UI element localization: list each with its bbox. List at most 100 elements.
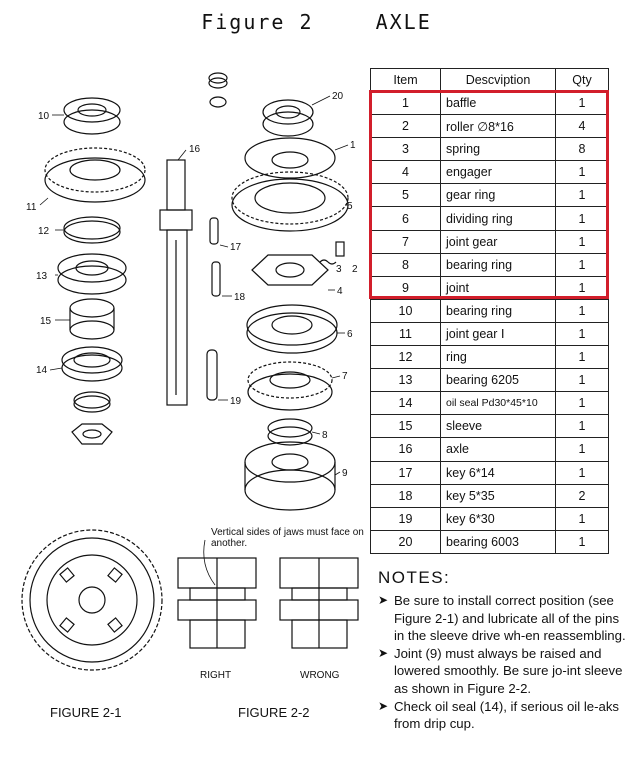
figure-name: AXLE	[375, 10, 432, 34]
cell-description: key 6*14	[440, 460, 556, 485]
bearing-ring-10-icon	[63, 97, 121, 135]
cell-description: axle	[440, 437, 556, 462]
cell-item: 18	[370, 483, 441, 508]
arrow-bullet-icon: ➤	[378, 698, 389, 713]
cell-description: baffle	[440, 90, 556, 116]
cell-qty: 1	[555, 529, 609, 554]
cell-description: bearing ring	[440, 252, 556, 277]
callout-12: 12	[38, 226, 50, 237]
figure-2-2-wrong-diagram	[279, 557, 359, 649]
cell-description: key 6*30	[440, 506, 556, 531]
callout-5: 5	[347, 201, 353, 212]
callout-13: 13	[36, 271, 48, 282]
spring-3-icon	[319, 259, 337, 265]
notes-heading: NOTES:	[378, 568, 451, 587]
bearing-20-icon	[262, 99, 314, 137]
cell-item: 9	[370, 275, 441, 300]
lock-washer-icon	[73, 391, 111, 413]
cell-qty: 1	[555, 229, 609, 254]
cell-description: dividing ring	[440, 206, 556, 231]
cell-qty: 1	[555, 414, 609, 439]
gear-ring-5-icon	[231, 171, 349, 232]
cell-description: bearing 6003	[440, 529, 556, 554]
oil-seal-14-icon	[61, 346, 123, 382]
cell-description: spring	[440, 137, 556, 162]
cell-qty: 1	[555, 437, 609, 462]
callout-11: 11	[26, 202, 37, 213]
cell-description: bearing ring	[440, 298, 556, 323]
cell-item: 8	[370, 252, 441, 277]
baffle-1-icon	[244, 137, 336, 179]
callout-9: 9	[342, 468, 348, 479]
note-item: ➤Check oil seal (14), if serious oil le-…	[378, 698, 620, 732]
arrow-bullet-icon: ➤	[378, 593, 389, 607]
cell-qty: 1	[555, 90, 609, 116]
cell-qty: 1	[555, 321, 609, 347]
hex-nut-icon	[71, 423, 113, 445]
callout-15: 15	[40, 316, 52, 327]
callout-19: 19	[230, 396, 242, 407]
key-19-icon	[206, 349, 218, 401]
cell-qty: 1	[555, 252, 609, 277]
cell-qty: 1	[555, 183, 609, 208]
roller-2-icon	[335, 241, 345, 257]
cell-item: 5	[370, 183, 441, 208]
callout-20: 20	[332, 91, 344, 102]
cell-item: 11	[370, 321, 441, 347]
notes-section: NOTES: ➤Be sure to install correct posit…	[378, 568, 628, 733]
note-item: ➤Joint (9) must always be raised and low…	[378, 645, 623, 696]
cell-item: 12	[370, 345, 441, 370]
callout-1: 1	[350, 140, 356, 151]
figure-2-2-right-diagram	[177, 539, 257, 649]
header-qty: Qty	[555, 68, 609, 92]
note-item: ➤Be sure to install correct position (se…	[378, 593, 626, 644]
cell-qty: 1	[555, 391, 609, 416]
cell-item: 4	[370, 160, 441, 185]
table-header-row: Item Descviption Qty	[370, 68, 609, 92]
engager-4-icon	[251, 254, 329, 286]
key-18-icon	[211, 261, 221, 297]
callout-14: 14	[36, 365, 48, 376]
cell-qty: 1	[555, 368, 609, 393]
callout-3: 3	[336, 264, 342, 275]
cell-description: gear ring	[440, 183, 556, 208]
callout-4: 4	[337, 286, 343, 297]
cell-description: ring	[440, 345, 556, 370]
cell-item: 19	[370, 506, 441, 531]
callout-17: 17	[230, 242, 242, 253]
cell-qty: 8	[555, 137, 609, 162]
callout-8: 8	[322, 430, 328, 441]
cell-item: 20	[370, 529, 441, 554]
figure-2-1-diagram	[21, 529, 163, 671]
cell-qty: 1	[555, 506, 609, 531]
cell-qty: 1	[555, 275, 609, 300]
cell-item: 16	[370, 437, 441, 462]
cell-qty: 2	[555, 483, 609, 508]
arrow-bullet-icon: ➤	[378, 645, 389, 660]
cell-item: 7	[370, 229, 441, 254]
cell-qty: 1	[555, 298, 609, 323]
cell-qty: 1	[555, 460, 609, 485]
figure-number: Figure 2	[201, 10, 314, 34]
callout-18: 18	[234, 292, 246, 303]
key-17-icon	[209, 217, 219, 245]
cell-qty: 4	[555, 114, 609, 139]
